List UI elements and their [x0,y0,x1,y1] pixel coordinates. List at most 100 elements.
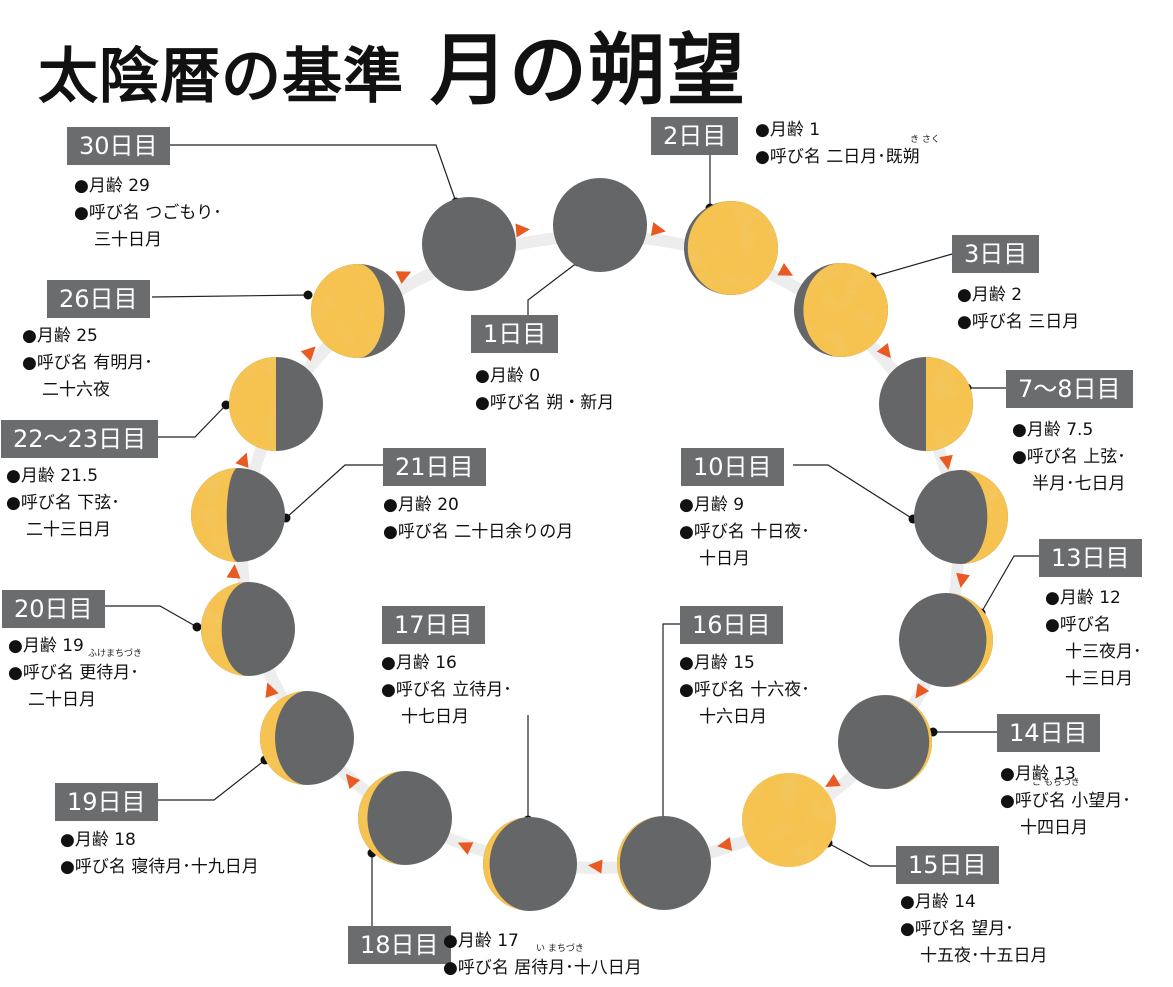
moon-age: ●月齢 15 [679,653,755,673]
moon-name-line: 十七日月 [401,707,469,727]
moon-day2 [684,201,778,295]
moon-name-line: ●呼び名 二日月･既朔 [755,147,920,167]
moon-info-day21: ●月齢 20●呼び名 二十日余りの月 [383,492,573,546]
moon-day26 [311,264,405,358]
moon-day1 [553,178,647,272]
moon-texture-day26 [311,264,385,358]
moon-name-line: 十三日月 [1065,669,1133,689]
day-label-day22: 22〜23日目 [1,420,159,458]
moon-name-line: ●呼び名 小望月･ [1000,791,1131,811]
moon-name-line: ●呼び名 十六夜･ [679,680,810,700]
moon-name-line: ●呼び名 三日月 [957,312,1080,332]
leader-line-day22 [150,404,227,438]
leader-line-day26 [151,294,309,298]
direction-arrow [345,773,361,790]
moon-age: ●月齢 25 [22,326,98,346]
moon-info-day20: ●月齢 19 ●呼び名 更待月･ 二十日月 [8,633,139,714]
moon-info-day18: ●月齢 17●呼び名 居待月･十八日月 [443,928,642,982]
moon-day22 [229,357,323,451]
moon-name-line: 二十日月 [28,690,96,710]
direction-arrow [956,572,970,588]
moon-name-line: ●呼び名 更待月･ [8,663,139,683]
leader-line-day16 [662,623,680,824]
moon-age: ●月齢 2 [957,285,1023,305]
moon-age: ●月齢 7.5 [1012,420,1094,440]
moon-age: ●月齢 29 [74,176,150,196]
day-label-day30: 30日目 [67,127,170,165]
moon-day15 [742,773,836,867]
moon-name-line: ●呼び名 朔・新月 [475,393,615,413]
moon-texture-day18 [358,771,405,865]
moon-name-line: 十五夜･十五日月 [920,946,1048,966]
moon-texture-day3 [803,263,888,357]
leader-dot-day26 [303,290,313,300]
furigana-day14: こ もちづき [1032,778,1080,788]
day-label-day16: 16日目 [680,606,783,644]
moon-name-line: 三十日月 [94,230,162,250]
moon-name-line: 十六日月 [699,707,767,727]
moon-info-day7: ●月齢 7.5●呼び名 上弦･半月･七日月 [1012,417,1126,498]
moon-name-line: ●呼び名 有明月･ [22,353,153,373]
furigana-day2: き さく [910,135,940,145]
leader-dot-day22 [221,400,231,410]
moon-day18 [358,771,452,865]
moon-texture-day20 [201,582,248,676]
leader-line-day3 [871,253,953,278]
day-label-day1: 1日目 [471,315,559,353]
direction-arrow [825,773,841,787]
direction-arrow [876,342,891,359]
moon-texture-day22 [229,357,276,451]
direction-arrow [939,454,953,470]
moon-info-day10: ●月齢 9●呼び名 十日夜･十日月 [679,492,810,573]
leader-line-day30 [164,144,457,203]
moon-texture-day10 [961,470,1008,564]
direction-arrow [588,859,603,874]
moon-age: ●月齢 12 [1045,588,1121,608]
direction-arrow [650,222,666,236]
moon-info-day1: ●月齢 0●呼び名 朔・新月 [475,363,614,417]
moon-name-line: ●呼び名 [1045,615,1111,635]
moon-day14 [838,695,932,789]
moon-name-line: ●呼び名 上弦･ [1012,447,1126,467]
moon-name-line: 二十三日月 [26,520,111,540]
moon-name-line: ●呼び名 下弦･ [6,493,120,513]
day-label-day13: 13日目 [1039,539,1142,577]
direction-arrow [515,223,530,238]
moon-day10 [914,470,1008,564]
moon-day17 [483,817,577,911]
title-part2: 月の朔望 [430,26,747,116]
direction-arrow [226,564,241,579]
moon-info-day30: ●月齢 29 ●呼び名 つごもり･ 三十日月 [74,173,222,254]
leader-line-day19 [155,759,266,801]
furigana-day20: ふけまちづき [88,649,143,659]
day-label-day3: 3日目 [952,235,1040,273]
moon-info-day16: ●月齢 15 ●呼び名 十六夜･ 十六日月 [679,650,810,731]
direction-arrow [235,452,249,469]
moon-age: ●月齢 19 [8,636,84,656]
day-label-day2: 2日目 [651,117,739,155]
moon-name-line: ●呼び名 十日夜･ [679,522,810,542]
moon-info-day19: ●月齢 18●呼び名 寝待月･十九日月 [60,827,259,881]
moon-info-day14: ●月齢 13●呼び名 小望月･十四日月 [1000,761,1131,842]
day-label-day18: 18日目 [348,926,451,964]
title-part1: 太陰暦の基準 [38,42,404,112]
direction-arrow [915,683,930,699]
moon-name-line: ●呼び名 つごもり･ [74,203,222,223]
leader-line-day10 [793,464,914,520]
moon-texture-day15 [742,773,836,867]
leader-line-day15 [827,842,896,867]
moon-texture-day2 [687,201,778,295]
moon-age: ●月齢 18 [60,830,136,850]
moon-texture-day21 [191,468,238,562]
day-label-day19: 19日目 [55,783,158,821]
moon-name-line: ●呼び名 居待月･十八日月 [443,958,642,978]
moon-age: ●月齢 20 [383,495,459,515]
moon-info-day26: ●月齢 25●呼び名 有明月･二十六夜 [22,323,153,404]
day-label-day15: 15日目 [896,846,999,884]
moon-age: ●月齢 1 [755,120,821,140]
moon-texture-day19 [260,691,307,785]
moon-age: ●月齢 21.5 [6,466,99,486]
moon-name-line: ●呼び名 望月･ [900,919,1014,939]
leader-line-day1 [527,261,579,315]
